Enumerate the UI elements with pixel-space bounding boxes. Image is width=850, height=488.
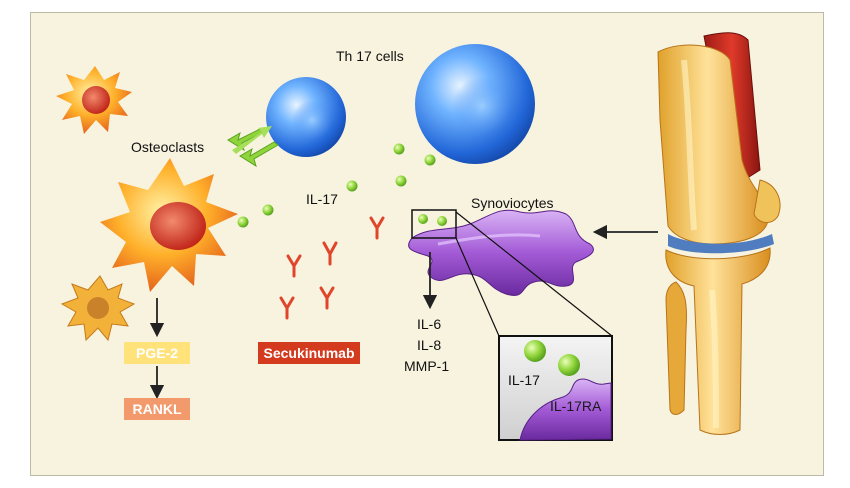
antibody-icon bbox=[319, 286, 335, 310]
il6-label: IL-6 bbox=[417, 316, 442, 332]
osteoclasts-label: Osteoclasts bbox=[131, 139, 205, 155]
antibody-icon bbox=[369, 216, 385, 240]
rankl-box: RANKL bbox=[124, 398, 190, 420]
synoviocyte-surface-particles bbox=[418, 214, 447, 226]
il17-particles bbox=[237, 143, 436, 228]
synoviocyte-cell bbox=[408, 209, 594, 296]
mmp1-label: MMP-1 bbox=[404, 358, 450, 374]
inset-il17-label: IL-17 bbox=[508, 372, 540, 388]
zoom-connector bbox=[455, 211, 613, 337]
th17-cell-small bbox=[266, 77, 346, 157]
il8-label: IL-8 bbox=[417, 337, 442, 353]
pge2-box: PGE-2 bbox=[124, 342, 190, 364]
green-exchange-arrows-icon bbox=[227, 126, 279, 168]
secukinumab-box: Secukinumab bbox=[258, 342, 360, 364]
osteoclast-top bbox=[56, 66, 132, 134]
il17-label: IL-17 bbox=[306, 191, 338, 207]
il17-particle bbox=[346, 180, 358, 192]
osteoclast-main bbox=[100, 158, 238, 292]
antibody-icon bbox=[279, 296, 295, 320]
inset-il17ra-label: IL-17RA bbox=[550, 398, 602, 414]
knee-joint-illustration bbox=[657, 32, 781, 435]
il17-particle bbox=[237, 216, 249, 228]
inset-receptor-panel bbox=[498, 335, 613, 441]
antibody-icon bbox=[286, 254, 302, 278]
il17-particle bbox=[262, 204, 274, 216]
th17-cell-large bbox=[415, 44, 535, 164]
il17-particle bbox=[395, 175, 407, 187]
synoviocytes-label: Synoviocytes bbox=[471, 195, 554, 211]
th17-label: Th 17 cells bbox=[336, 48, 404, 64]
zoom-region bbox=[411, 209, 457, 239]
il17-particle bbox=[424, 154, 436, 166]
zoom-connector bbox=[455, 237, 500, 337]
il17-particle bbox=[393, 143, 405, 155]
osteoclast-bottom bbox=[60, 275, 136, 342]
antibody-icon bbox=[322, 241, 338, 266]
secukinumab-antibodies bbox=[279, 216, 385, 320]
